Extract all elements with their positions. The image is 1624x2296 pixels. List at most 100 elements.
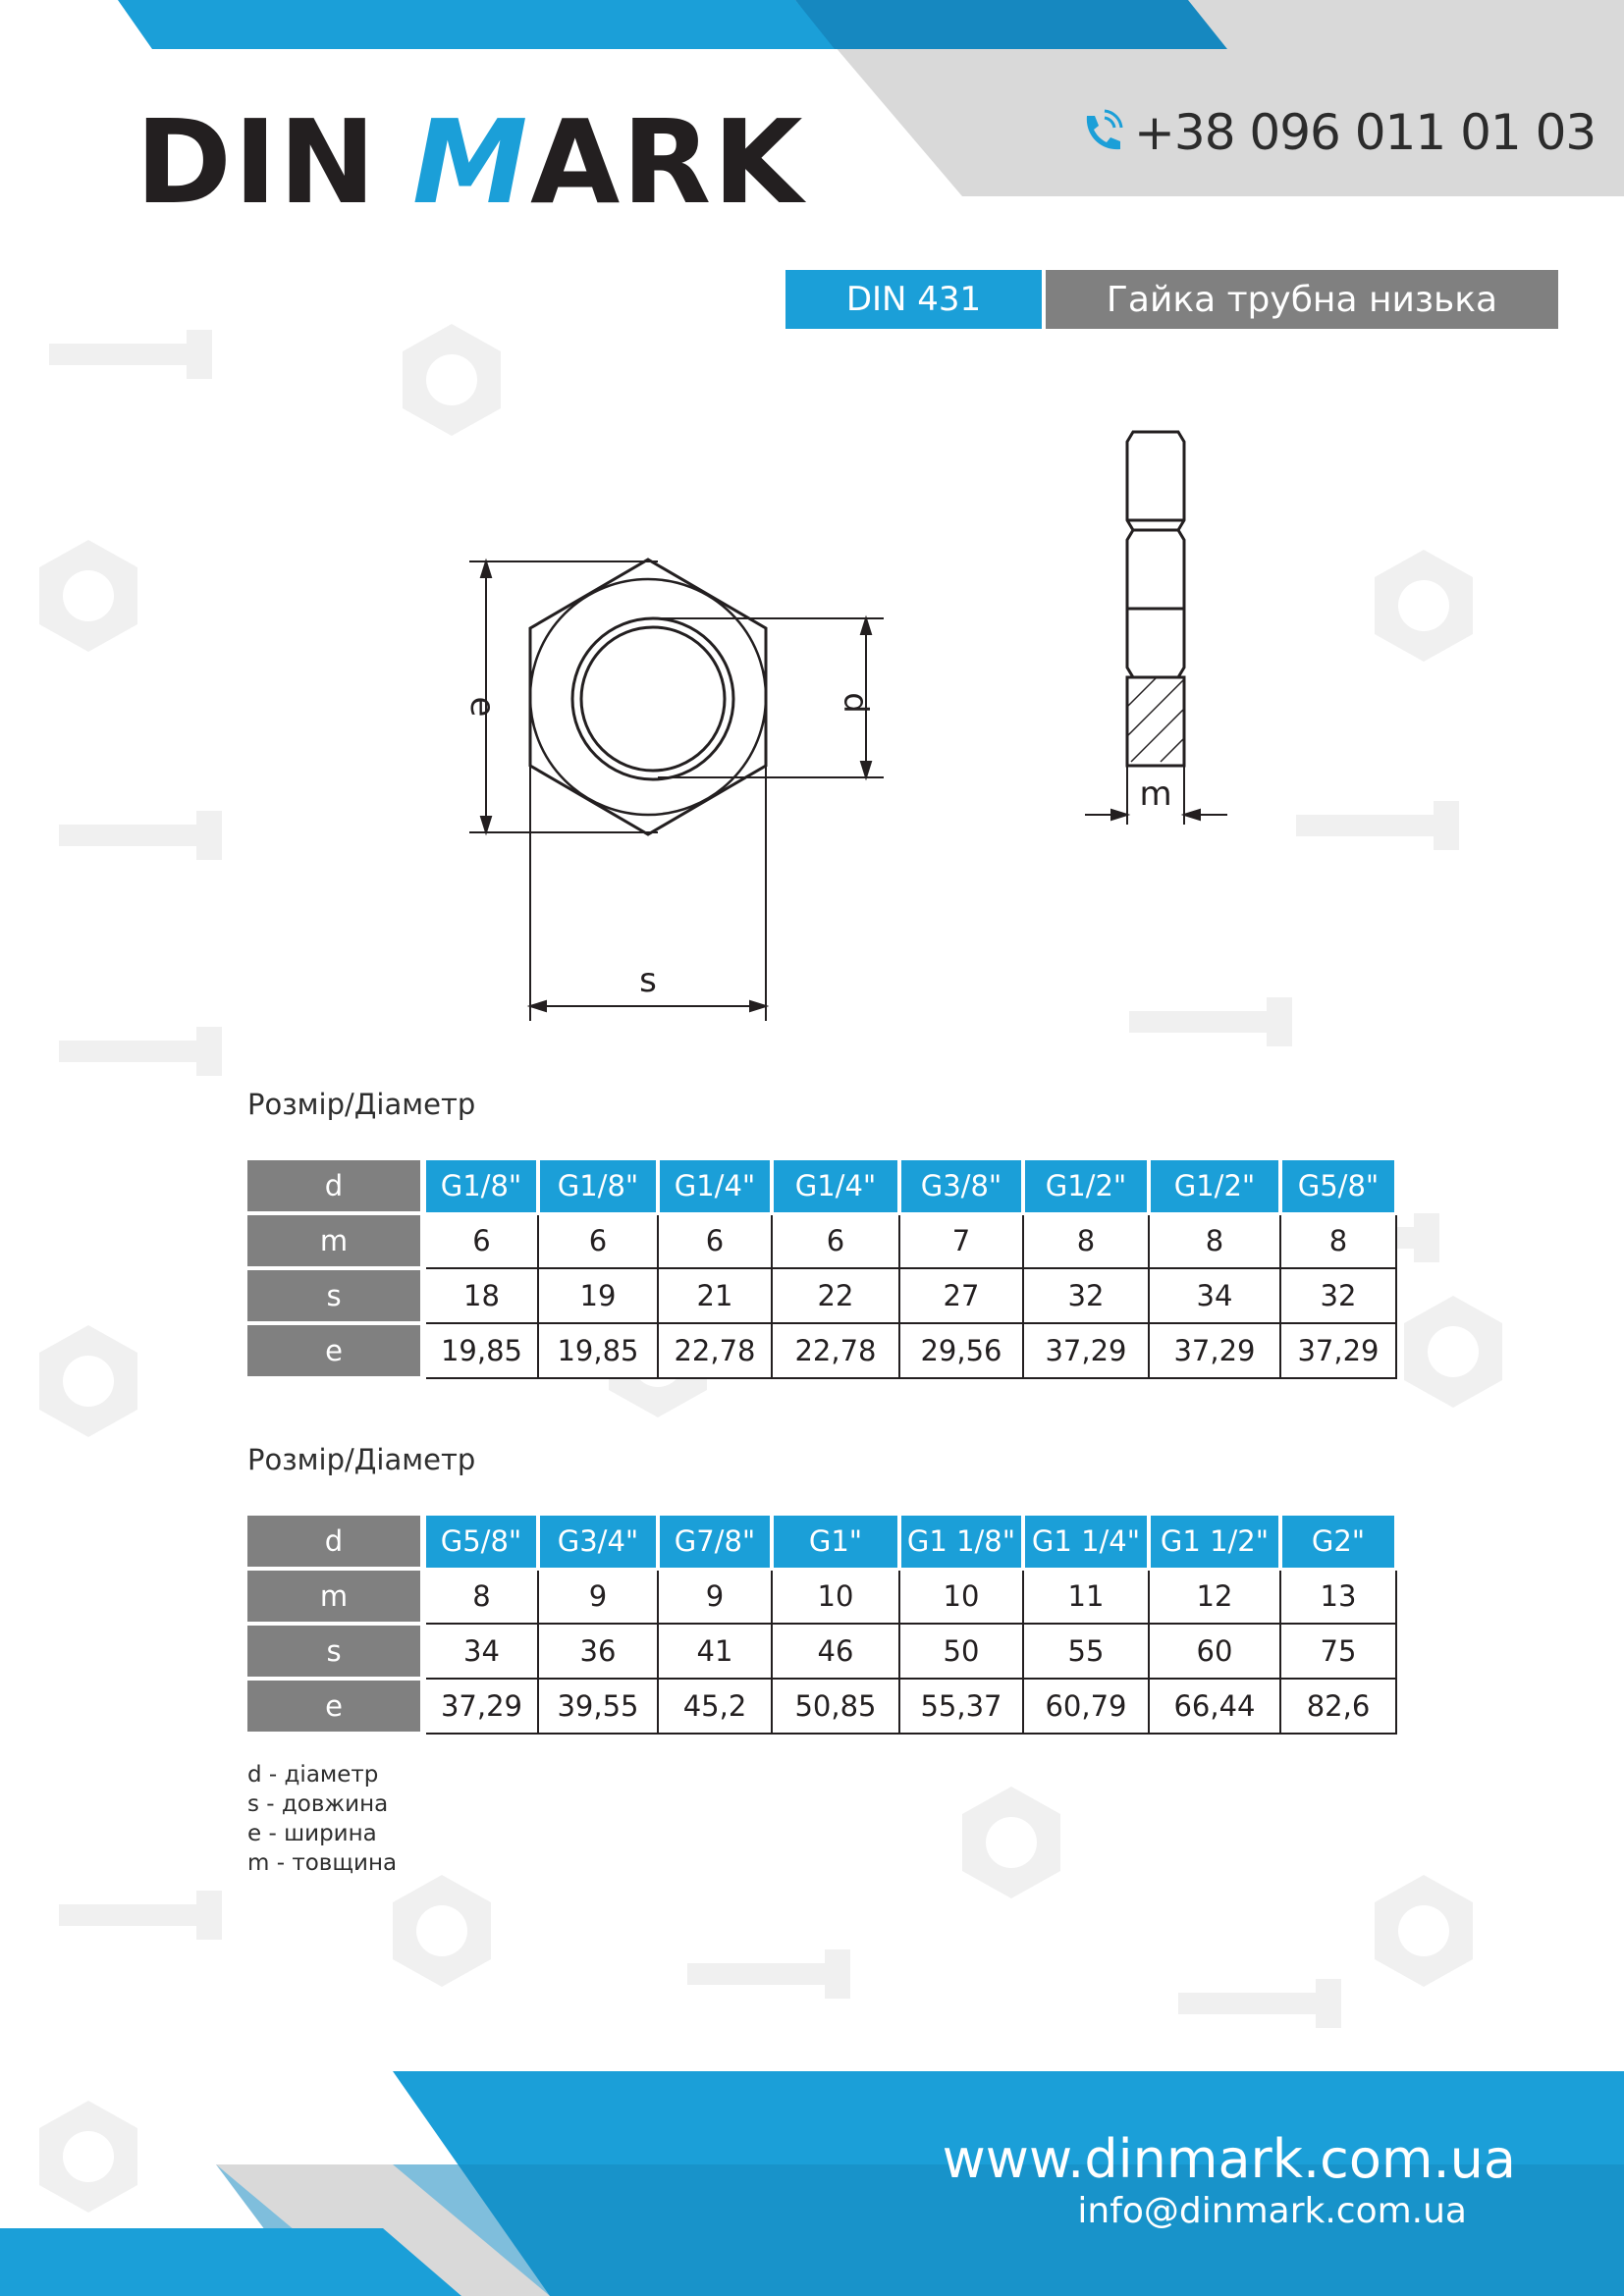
table-cell: 7 — [898, 1212, 1024, 1269]
table-cell: G1" — [772, 1516, 901, 1571]
table-cell: 50,85 — [771, 1678, 900, 1735]
table-row: e 19,85 19,85 22,78 22,78 29,56 37,29 37… — [247, 1322, 1397, 1380]
section-hatch — [1126, 676, 1185, 763]
table-cell: 37,29 — [1022, 1322, 1150, 1379]
table-cell: G1 1/4" — [1023, 1516, 1151, 1571]
table-cell: 21 — [657, 1267, 773, 1324]
phone-number: +38 096 011 01 03 — [1134, 104, 1597, 161]
chamfer-circle — [528, 577, 768, 817]
table-cell: 82,6 — [1279, 1678, 1397, 1735]
table-cell: 36 — [537, 1623, 659, 1680]
legend-item: s - довжина — [247, 1791, 389, 1817]
table-cell: 55 — [1022, 1623, 1150, 1680]
table-cell: 19 — [537, 1267, 659, 1324]
row-header-e: e — [247, 1323, 426, 1380]
thread-outer — [570, 616, 735, 781]
table-cell: G3/4" — [538, 1516, 660, 1571]
table-cell: 13 — [1279, 1568, 1397, 1625]
table-cell: 8 — [1022, 1212, 1150, 1269]
table-cell: G1/8" — [423, 1160, 540, 1215]
table-cell: 8 — [1279, 1212, 1397, 1269]
table-cell: 8 — [422, 1568, 539, 1625]
logo-text-ark: ARK — [530, 106, 807, 224]
table-cell: 22 — [771, 1267, 900, 1324]
table-cell: 32 — [1279, 1267, 1397, 1324]
thread-inner — [579, 625, 727, 773]
row-header-m: m — [247, 1213, 426, 1270]
product-name-badge: Гайка трубна низька — [1046, 270, 1558, 329]
size-table-2: d G5/8" G3/4" G7/8" G1" G1 1/8" G1 1/4" … — [247, 1516, 1398, 1735]
table-cell: 41 — [657, 1623, 773, 1680]
logo-text-m: M — [412, 106, 527, 224]
legend-item: d - діаметр — [247, 1762, 379, 1788]
table-cell: 19,85 — [422, 1322, 539, 1379]
table-cell: 60,79 — [1022, 1678, 1150, 1735]
table-row: d G5/8" G3/4" G7/8" G1" G1 1/8" G1 1/4" … — [247, 1516, 1398, 1571]
row-header-d: d — [247, 1160, 426, 1215]
phone-contact[interactable]: +38 096 011 01 03 — [1075, 103, 1597, 162]
table-cell: 34 — [422, 1623, 539, 1680]
table-cell: 18 — [422, 1267, 539, 1324]
dimension-d — [658, 614, 884, 781]
table-cell: 29,56 — [898, 1322, 1024, 1379]
row-header-e: e — [247, 1679, 426, 1735]
dimension-s — [526, 766, 770, 1021]
table-cell: 19,85 — [537, 1322, 659, 1379]
table-cell: G1/2" — [1023, 1160, 1151, 1215]
table-cell: G1/4" — [658, 1160, 774, 1215]
table-cell: 22,78 — [771, 1322, 900, 1379]
table-cell: 34 — [1148, 1267, 1281, 1324]
table-cell: 9 — [657, 1568, 773, 1625]
legend-item: e - ширина — [247, 1821, 377, 1846]
label-e: e — [462, 697, 502, 718]
nut-front-view — [528, 558, 768, 836]
table-cell: G1/2" — [1149, 1160, 1282, 1215]
table-row: m 6 6 6 6 7 8 8 8 — [247, 1212, 1397, 1270]
label-d: d — [836, 692, 875, 714]
table-cell: 6 — [422, 1212, 539, 1269]
table2-caption: Розмір/Діаметр — [247, 1443, 476, 1476]
logo-text-din: DIN — [135, 106, 378, 224]
website-link[interactable]: www.dinmark.com.ua — [942, 2128, 1516, 2190]
table-row: d G1/8" G1/8" G1/4" G1/4" G3/8" G1/2" G1… — [247, 1160, 1398, 1215]
row-header-m: m — [247, 1569, 426, 1626]
table-cell: 55,37 — [898, 1678, 1024, 1735]
dinmark-logo: DIN M ARK — [135, 94, 882, 230]
table-cell: 46 — [771, 1623, 900, 1680]
row-header-s: s — [247, 1624, 426, 1681]
row-header-d: d — [247, 1516, 426, 1571]
legend-item: m - товщина — [247, 1850, 398, 1876]
table-cell: 22,78 — [657, 1322, 773, 1379]
table-cell: G1/8" — [538, 1160, 660, 1215]
header-decoration — [118, 0, 1624, 196]
table-cell: 60 — [1148, 1623, 1281, 1680]
table-row: e 37,29 39,55 45,2 50,85 55,37 60,79 66,… — [247, 1678, 1397, 1735]
product-title-bar: DIN 431 Гайка трубна низька — [785, 270, 1558, 329]
label-m: m — [1139, 774, 1171, 814]
table-cell: G7/8" — [658, 1516, 774, 1571]
table-cell: G1 1/2" — [1149, 1516, 1282, 1571]
technical-drawing: e d s m — [462, 430, 1227, 1021]
table-row: s 18 19 21 22 27 32 34 32 — [247, 1267, 1397, 1325]
email-link[interactable]: info@dinmark.com.ua — [1077, 2191, 1467, 2231]
table-row: s 34 36 41 46 50 55 60 75 — [247, 1623, 1397, 1681]
table-cell: 32 — [1022, 1267, 1150, 1324]
row-header-s: s — [247, 1268, 426, 1325]
table-cell: 6 — [771, 1212, 900, 1269]
hexagon — [528, 558, 768, 836]
table1-caption: Розмір/Діаметр — [247, 1088, 476, 1121]
footer-decoration — [0, 2071, 1624, 2296]
table-cell: 50 — [898, 1623, 1024, 1680]
dimension-e — [469, 558, 658, 836]
table-cell: 39,55 — [537, 1678, 659, 1735]
dimension-legend: d - діаметр s - довжина e - ширина m - т… — [247, 1760, 397, 1878]
logo-graphic: DIN M ARK — [135, 94, 807, 230]
table-cell: 75 — [1279, 1623, 1397, 1680]
table-cell: 10 — [771, 1568, 900, 1625]
nut-side-view — [1125, 430, 1186, 768]
table-cell: 9 — [537, 1568, 659, 1625]
table-cell: G5/8" — [1280, 1160, 1398, 1215]
table-cell: 66,44 — [1148, 1678, 1281, 1735]
table-cell: 10 — [898, 1568, 1024, 1625]
